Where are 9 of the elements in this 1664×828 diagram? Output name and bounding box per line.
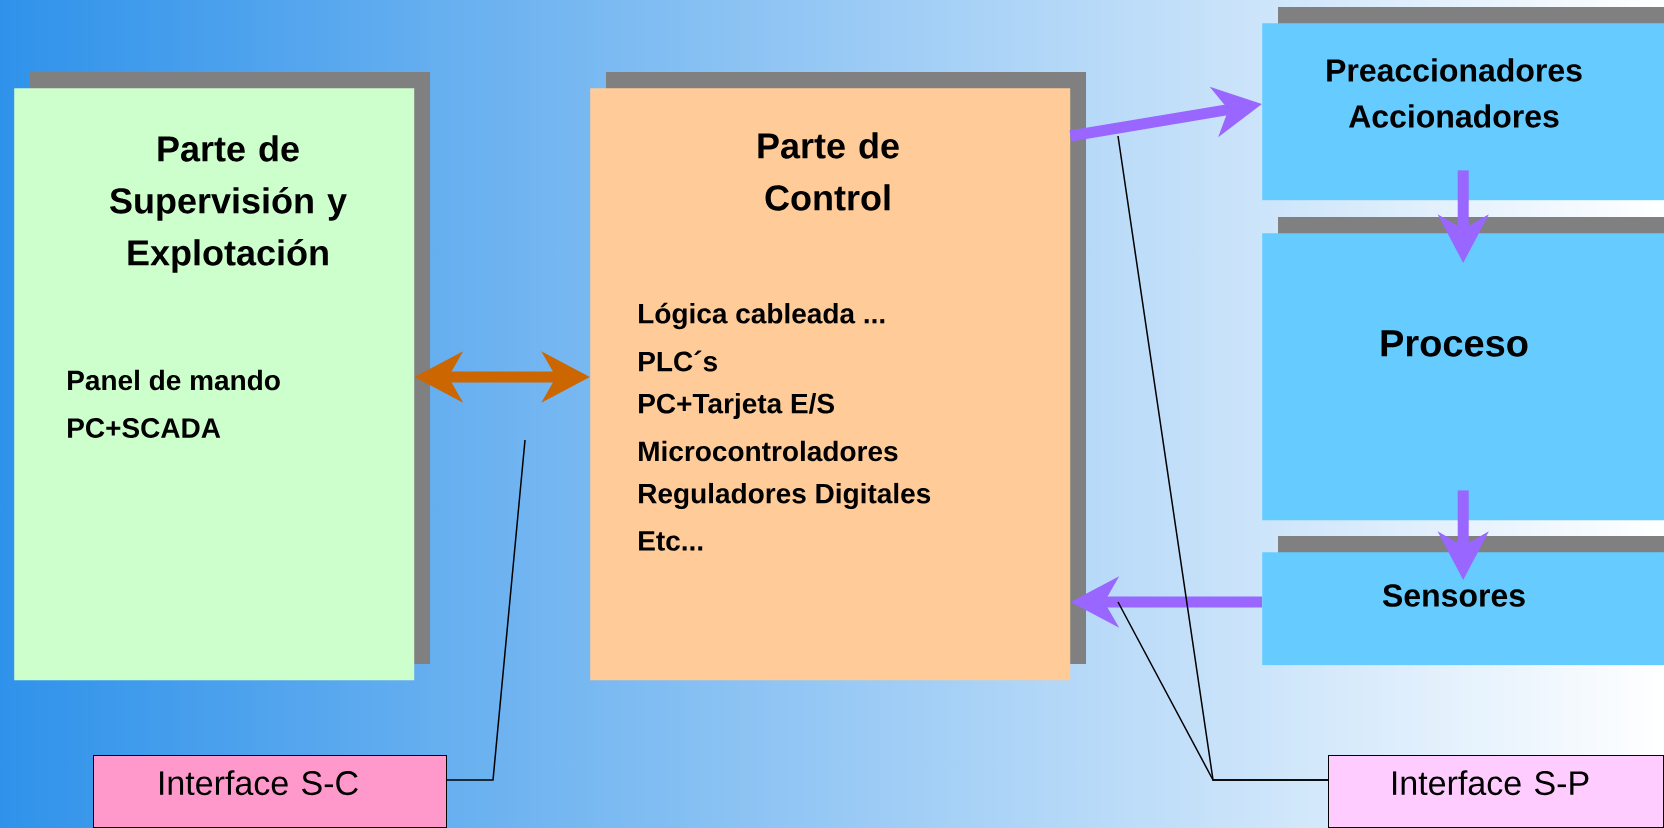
leader-line	[1117, 601, 1329, 781]
interface-box: Interface S-C	[93, 755, 447, 828]
process-box: Proceso	[1262, 217, 1664, 521]
control-box: Parte de Control Lógica cableada ... PLC´s PC+Tarjeta E/S Microcontroladores Reguladores Digitales Etc...	[590, 72, 1086, 681]
interface-box: Interface S-P	[1328, 755, 1664, 828]
actuator-box: Preaccionadores Accionadores	[1262, 7, 1664, 201]
supervision-box: Parte de Supervisión y Explotación Panel de mando PC+SCADA	[14, 72, 430, 681]
leader-line	[446, 439, 526, 781]
sensor-box: Sensores	[1262, 536, 1664, 666]
